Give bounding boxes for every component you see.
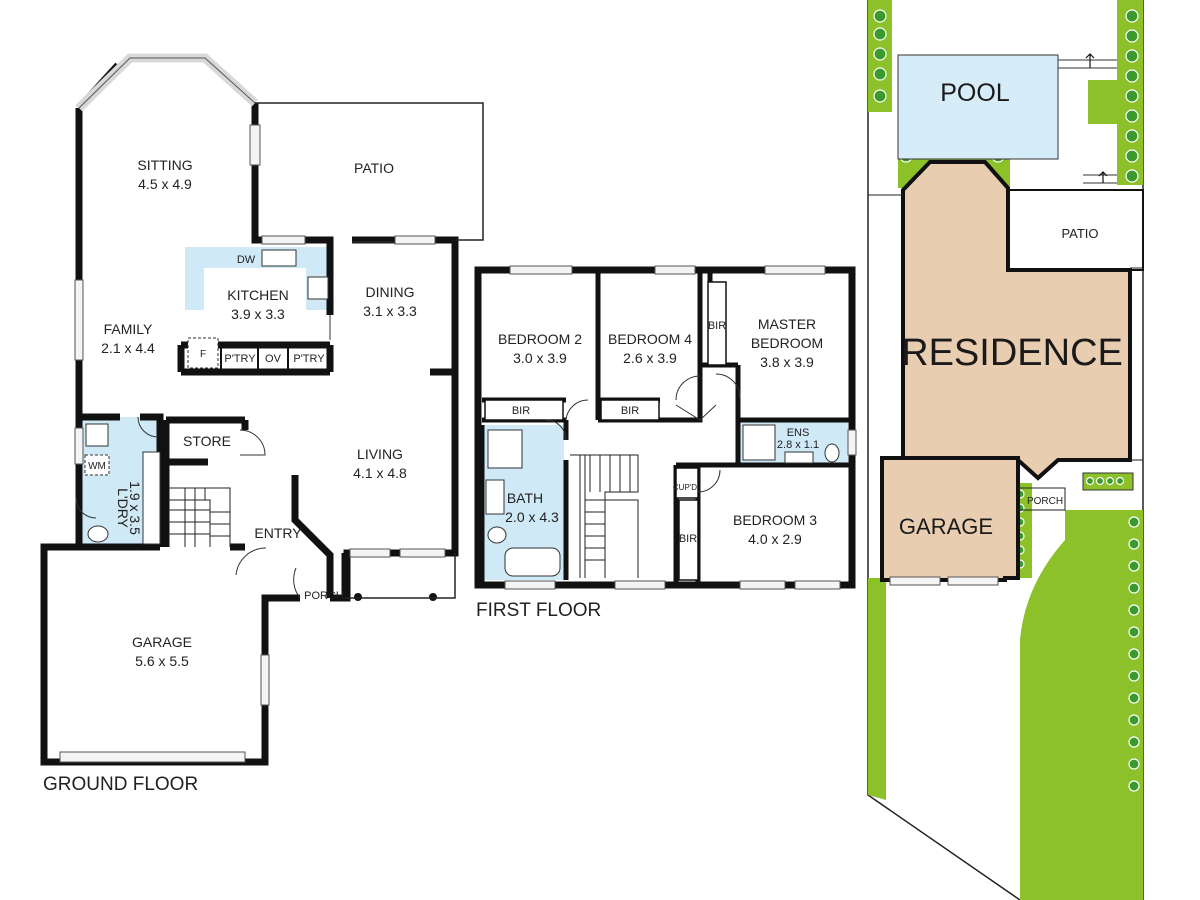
- kitchen-name: KITCHEN: [227, 287, 288, 303]
- fridge-box: [187, 337, 219, 369]
- lawn-right: [1020, 510, 1143, 900]
- pool-gate-arrows: [1085, 53, 1108, 183]
- dining-size: 3.1 x 3.3: [363, 303, 417, 319]
- cupboard-box: [675, 467, 699, 499]
- bedroom4-name: BEDROOM 4: [608, 331, 692, 347]
- laundry-cabinet: [142, 451, 161, 545]
- kitchen-bench-cutout: [204, 268, 306, 310]
- pool-fence-lines: [1058, 59, 1117, 184]
- bedroom2-size: 3.0 x 3.9: [513, 350, 567, 366]
- ensuite-shower: [742, 424, 776, 461]
- store-name: STORE: [183, 433, 231, 449]
- site-pool-label: POOL: [940, 79, 1010, 107]
- oven-label: OV: [265, 353, 282, 365]
- small-garden-bed: [1088, 80, 1118, 124]
- site-patio-label: PATIO: [1061, 226, 1098, 241]
- ground-windows: [59, 124, 446, 763]
- site-porch-label: PORCH: [1027, 496, 1063, 507]
- laundry-name: L'DRY: [115, 488, 131, 528]
- laundry-toilet: [87, 525, 109, 543]
- master-name-line1: MASTER: [758, 316, 816, 332]
- site-residence-label: RESIDENCE: [901, 332, 1123, 374]
- first-outer-walls: [474, 266, 856, 589]
- patio-name: PATIO: [354, 160, 394, 176]
- kitchen-sink: [261, 249, 297, 267]
- bedroom2-name: BEDROOM 2: [498, 331, 582, 347]
- ensuite-toilet: [824, 443, 840, 463]
- washing-machine-box: [84, 454, 110, 476]
- first-stairs: [570, 454, 639, 578]
- pantry-right-label: P'TRY: [293, 353, 325, 365]
- site-porch-outline: [1018, 487, 1066, 511]
- bedroom3-size: 4.0 x 2.9: [748, 531, 802, 547]
- ground-stairs: [168, 487, 231, 547]
- site-side-paths: [868, 194, 1143, 461]
- garage-doors: [889, 576, 999, 586]
- bath-name: BATH: [507, 490, 543, 506]
- site-patio: [1007, 189, 1144, 271]
- bath-toilet: [487, 526, 507, 544]
- bir-box-bed3: [678, 499, 699, 581]
- sitting-size: 4.5 x 4.9: [138, 176, 192, 192]
- washing-machine-label: WM: [88, 461, 106, 472]
- dishwasher-label: DW: [237, 254, 256, 266]
- laundry-size: 1.9 x 3.5: [127, 481, 143, 535]
- garage-size: 5.6 x 5.5: [135, 653, 189, 669]
- first-windows: [504, 265, 857, 590]
- bedroom3-name: BEDROOM 3: [733, 512, 817, 528]
- cupboard-label: CUP'D: [673, 483, 697, 492]
- bir-bed4-label: BIR: [621, 405, 639, 417]
- ensuite-vanity: [784, 451, 814, 464]
- living-name: LIVING: [357, 446, 403, 462]
- porch-outline: [345, 553, 456, 599]
- master-size: 3.8 x 3.9: [760, 354, 814, 370]
- first-door-swings: [545, 373, 741, 493]
- living-size: 4.1 x 4.8: [353, 465, 407, 481]
- first-floor-plan: BEDROOM 2 3.0 x 3.9 BEDROOM 4 2.6 x 3.9 …: [474, 265, 857, 621]
- site-garage-label: GARAGE: [899, 514, 993, 539]
- ensuite-size: 2.8 x 1.1: [777, 439, 819, 451]
- bir-master-label: BIR: [708, 320, 726, 332]
- bay-window: [75, 53, 259, 112]
- ground-floor-plan: SITTING 4.5 x 4.9 PATIO KITCHEN 3.9 x 3.…: [40, 53, 484, 795]
- sitting-name: SITTING: [137, 157, 192, 173]
- porch-name: PORCH: [304, 590, 344, 602]
- shower-tray: [487, 429, 523, 469]
- ground-interior-walls: [79, 225, 455, 598]
- pantry-left-label: P'TRY: [224, 353, 256, 365]
- bathtub: [504, 547, 561, 577]
- family-size: 2.1 x 4.4: [101, 340, 155, 356]
- bath-size: 2.0 x 4.3: [505, 509, 559, 525]
- patio-outline: [255, 102, 484, 241]
- site-plan: POOL PATIO RESIDENCE GARAGE PORCH: [867, 0, 1144, 900]
- kitchen-cooktop: [307, 276, 329, 300]
- pantry-dividers: [220, 345, 289, 372]
- bay-window-frame: [78, 57, 256, 109]
- ground-floor-title: GROUND FLOOR: [43, 774, 198, 795]
- bedroom4-size: 2.6 x 3.9: [623, 350, 677, 366]
- lawn-left: [868, 578, 886, 800]
- fridge-label: F: [200, 349, 206, 360]
- family-name: FAMILY: [104, 321, 153, 337]
- kitchen-size: 3.9 x 3.3: [231, 306, 285, 322]
- garage-shape: [880, 456, 1020, 582]
- dining-name: DINING: [366, 284, 415, 300]
- vanity: [485, 479, 505, 515]
- bir-box-bed2: [484, 399, 564, 421]
- master-name-line2: BEDROOM: [751, 335, 823, 351]
- pool-shape: [897, 54, 1059, 160]
- porch-column-left: [354, 593, 362, 601]
- bir-box-bed4: [600, 399, 660, 421]
- garage-name: GARAGE: [132, 634, 192, 650]
- entry-name: ENTRY: [254, 525, 302, 541]
- porch-column-right: [429, 593, 437, 601]
- bir-bed2-label: BIR: [512, 405, 530, 417]
- ensuite-name: ENS: [787, 427, 810, 439]
- bir-bed3-label: BIR: [679, 533, 697, 545]
- first-floor-title: FIRST FLOOR: [476, 600, 601, 621]
- bir-box-master: [707, 281, 727, 366]
- ground-door-swings: [75, 241, 395, 599]
- laundry-tub: [85, 423, 109, 447]
